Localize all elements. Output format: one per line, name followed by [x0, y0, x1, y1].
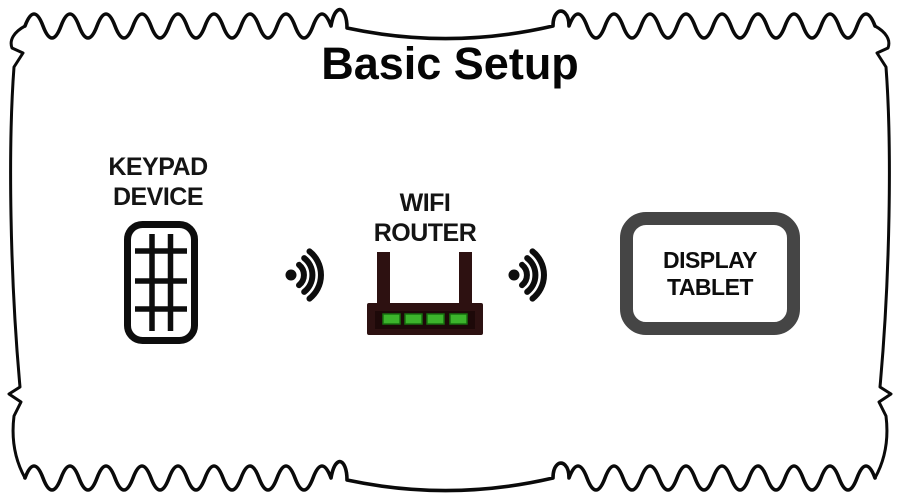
wifi-signal-icon: [508, 248, 547, 302]
keypad-label-line1: KEYPAD: [108, 153, 208, 181]
wifi-router-icon: [367, 252, 483, 335]
router-label-line2: ROUTER: [373, 219, 477, 247]
wifi-signal-icon: [285, 248, 324, 302]
tablet-label-line2: TABLET: [666, 273, 754, 300]
wifi-router-label: WIFI ROUTER: [355, 188, 495, 248]
tablet-label-line1: DISPLAY: [662, 246, 758, 273]
keypad-label-line2: DEVICE: [112, 183, 204, 211]
diagram-title: Basic Setup: [321, 38, 579, 89]
keypad-device-label: KEYPAD DEVICE: [88, 152, 228, 212]
display-tablet-frame: DISPLAY TABLET: [620, 212, 800, 335]
keypad-grid-icon: [124, 221, 198, 344]
router-label-line1: WIFI: [399, 189, 451, 217]
